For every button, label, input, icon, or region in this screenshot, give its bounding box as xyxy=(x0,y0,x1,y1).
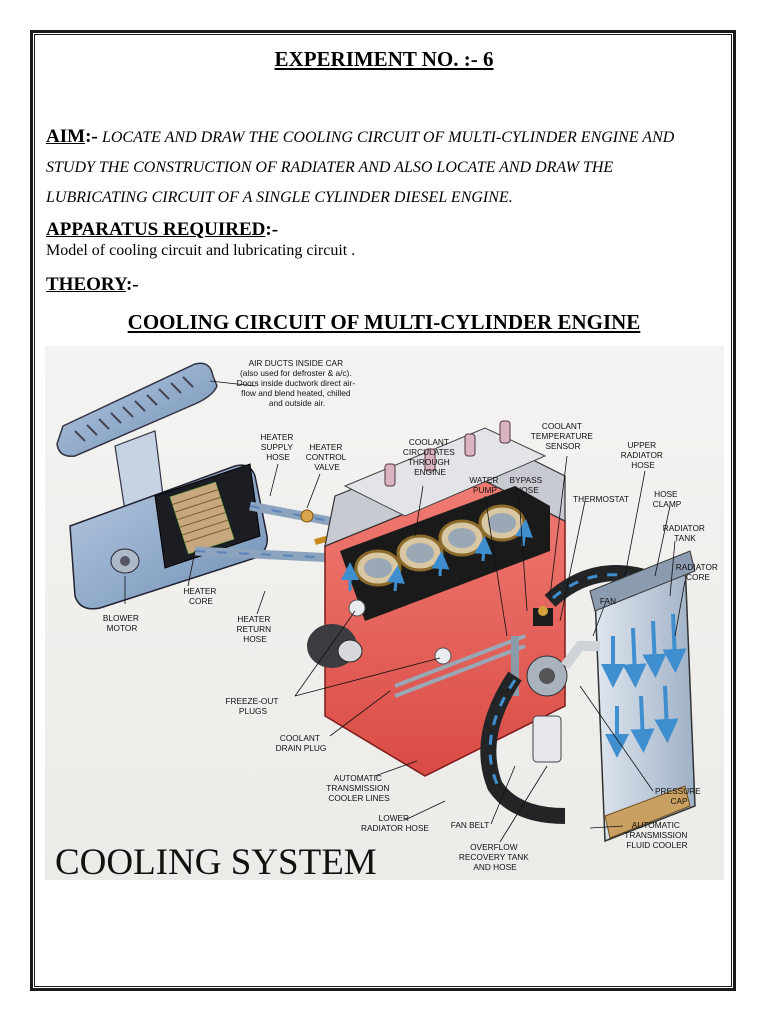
label-auto-trans-cooler-lines: AUTOMATIC TRANSMISSION COOLER LINES xyxy=(326,773,391,803)
label-radiator-tank: RADIATOR TANK xyxy=(663,523,707,543)
lower-radiator-hose xyxy=(480,671,566,824)
label-pressure-cap: PRESSURE CAP xyxy=(655,786,703,806)
label-water-pump: WATER PUMP xyxy=(469,475,500,495)
page-border-inner xyxy=(34,34,732,987)
label-upper-radiator-hose: UPPER RADIATOR HOSE xyxy=(621,440,665,470)
label-heater-return-hose: HEATER RETURN HOSE xyxy=(237,614,274,644)
label-coolant-circulates: COOLANT CIRCULATES THROUGH ENGINE xyxy=(403,437,457,477)
apparatus-text: Model of cooling circuit and lubricating… xyxy=(46,242,356,259)
aim-paragraph: AIM:- LOCATE AND DRAW THE COOLING CIRCUI… xyxy=(46,122,706,212)
label-heater-control-valve: HEATER CONTROL VALVE xyxy=(306,442,349,472)
label-heater-supply-hose: HEATER SUPPLY HOSE xyxy=(260,432,295,462)
cooling-system-illustration: AIR DUCTS INSIDE CAR (also used for defr… xyxy=(55,358,720,880)
leader-lines xyxy=(124,380,686,843)
label-coolant-drain-plug: COOLANT DRAIN PLUG xyxy=(276,733,327,753)
label-air-ducts: AIR DUCTS INSIDE CAR (also used for defr… xyxy=(237,358,358,408)
radiator xyxy=(561,550,696,843)
label-fan: FAN xyxy=(600,596,616,606)
label-blower-motor: BLOWER MOTOR xyxy=(103,613,141,633)
label-freeze-out-plugs: FREEZE-OUT PLUGS xyxy=(225,696,280,716)
label-hose-clamp: HOSE CLAMP xyxy=(653,489,682,509)
label-lower-radiator-hose: LOWER RADIATOR HOSE xyxy=(361,813,429,833)
diagram-caption: COOLING SYSTEM xyxy=(55,842,377,880)
cooling-system-diagram: AIR DUCTS INSIDE CAR (also used for defr… xyxy=(45,346,724,880)
aim-text: LOCATE AND DRAW THE COOLING CIRCUIT OF M… xyxy=(46,129,675,206)
experiment-title: EXPERIMENT NO. :- 6 xyxy=(274,47,494,71)
page-border-outer xyxy=(30,30,736,991)
label-overflow-tank: OVERFLOW RECOVERY TANK AND HOSE xyxy=(459,842,531,872)
label-bypass-hose: BYPASS HOSE xyxy=(510,475,545,495)
heater-housing xyxy=(69,463,268,610)
label-radiator-core: RADIATOR CORE xyxy=(676,562,720,582)
label-coolant-temp-sensor: COOLANT TEMPERATURE SENSOR xyxy=(531,421,595,451)
diagram-labels: AIR DUCTS INSIDE CAR (also used for defr… xyxy=(103,358,720,872)
theory-heading: THEORY:- xyxy=(46,274,139,295)
label-heater-core: HEATER CORE xyxy=(183,586,218,606)
label-fan-belt: FAN BELT xyxy=(451,820,490,830)
air-duct xyxy=(56,362,218,512)
label-thermostat: THERMOSTAT xyxy=(573,494,629,504)
section-title: COOLING CIRCUIT OF MULTI-CYLINDER ENGINE xyxy=(127,310,641,334)
aim-label: AIM:- xyxy=(46,126,98,147)
apparatus-heading: APPARATUS REQUIRED:- xyxy=(46,219,279,240)
label-auto-trans-fluid-cooler: AUTOMATIC TRANSMISSION FLUID COOLER xyxy=(624,820,689,850)
